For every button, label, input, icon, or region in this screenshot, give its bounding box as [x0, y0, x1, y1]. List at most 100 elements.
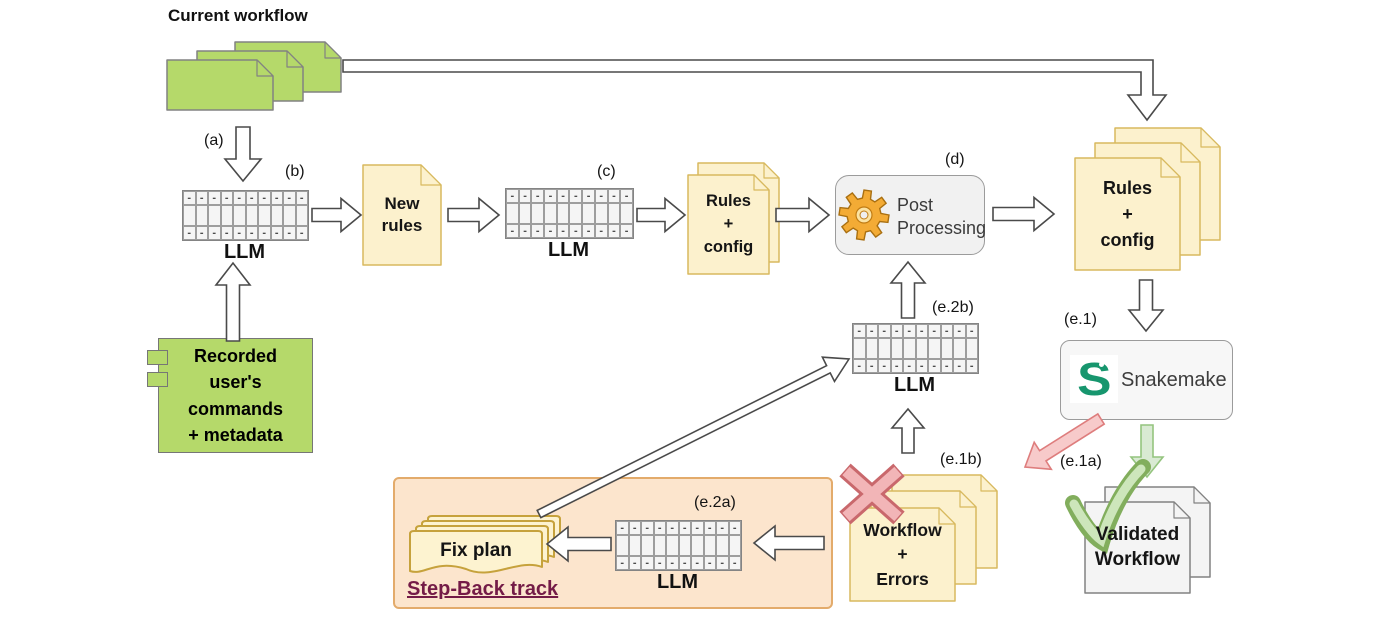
- llm-cell: -: [865, 359, 878, 373]
- step-back-track-label: Step-Back track: [407, 578, 559, 600]
- workflow-errors-doc-fold: [938, 507, 956, 525]
- arrow-llm-b-to-new-rules: [311, 196, 363, 234]
- llm-cell: [569, 203, 583, 224]
- step-label-e1a: (e.1a): [1060, 453, 1102, 470]
- rules-config-doc-fold: [1160, 157, 1181, 178]
- llm-cell: -: [208, 226, 221, 240]
- llm-cell: -: [703, 556, 716, 570]
- llm-cell: -: [965, 359, 978, 373]
- step-label-e1b: (e.1b): [940, 451, 982, 468]
- llm-cell: -: [853, 324, 866, 338]
- llm-cell: -: [556, 189, 570, 203]
- llm-cell: -: [678, 521, 691, 535]
- llm-cell: -: [582, 189, 595, 203]
- llm-cell: [865, 338, 878, 359]
- arrow-fix-plan-to-llm-e2b: [536, 356, 851, 519]
- llm-cell: -: [220, 191, 233, 205]
- llm-cell: -: [506, 224, 519, 238]
- llm-cell: [183, 205, 196, 226]
- rules-config-doc-fold: [1200, 127, 1221, 148]
- llm-cell: -: [607, 189, 621, 203]
- llm-cell: -: [620, 224, 633, 238]
- step-label-d: (d): [945, 151, 965, 168]
- llm-cell: [295, 205, 308, 226]
- llm-cell: -: [245, 226, 258, 240]
- validated-workflow-label: Validated Workflow: [1094, 524, 1181, 570]
- llm-cell: -: [258, 191, 271, 205]
- fix-plan-doc: [409, 530, 543, 574]
- llm-cell: -: [666, 521, 679, 535]
- llm-cell: -: [903, 359, 916, 373]
- llm-cell: [616, 535, 629, 556]
- llm-cell: -: [518, 189, 532, 203]
- step-label-e2a: (e.2a): [694, 494, 736, 511]
- llm-cell: [518, 203, 532, 224]
- llm-cell: -: [518, 224, 532, 238]
- llm-cell: -: [569, 224, 583, 238]
- snakemake-label: Snakemake: [1121, 369, 1227, 391]
- snake-eye-icon: [1099, 362, 1104, 367]
- workflow-errors-doc-fold: [980, 474, 998, 492]
- arrow-llm-c-to-rules-config: [636, 196, 687, 234]
- llm-cell: -: [641, 521, 654, 535]
- llm-cell: [582, 203, 595, 224]
- step-label-e2b: (e.2b): [932, 299, 974, 316]
- llm-cell: -: [940, 324, 953, 338]
- arrow-new-rules-to-llm-c: [447, 196, 501, 234]
- llm-cell: [594, 203, 608, 224]
- arrow-rules-config-to-snakemake: [1127, 279, 1165, 333]
- llm-cell: -: [678, 556, 691, 570]
- rules-config-doc-fold: [763, 162, 780, 179]
- arrow-errors-to-llm-e2b: [890, 407, 926, 454]
- snakemake-s-glyph: S: [1076, 353, 1112, 405]
- llm-cell: -: [506, 189, 519, 203]
- llm-cell: [953, 338, 966, 359]
- llm-cell: -: [195, 226, 208, 240]
- gear-icon: [859, 210, 869, 220]
- llm-cell: -: [295, 226, 308, 240]
- component-tab-icon: [147, 372, 168, 387]
- llm-grid-e2b: --------------------: [852, 323, 979, 374]
- llm-cell: -: [853, 359, 866, 373]
- rules-config-doc: [687, 174, 770, 275]
- llm-cell: -: [531, 224, 545, 238]
- llm-cell: -: [616, 556, 629, 570]
- current-workflow-doc-fold: [256, 59, 274, 77]
- llm-label-b: LLM: [223, 241, 266, 263]
- llm-cell: -: [544, 189, 557, 203]
- llm-label-c: LLM: [547, 239, 590, 261]
- llm-cell: -: [195, 191, 208, 205]
- llm-cell: -: [890, 359, 903, 373]
- llm-cell: [878, 338, 891, 359]
- current-workflow-doc: [166, 59, 274, 111]
- llm-cell: [890, 338, 903, 359]
- llm-cell: -: [544, 224, 557, 238]
- llm-cell: -: [915, 359, 928, 373]
- llm-cell: -: [728, 556, 741, 570]
- llm-cell: -: [531, 189, 545, 203]
- arrow-rules-config-to-postproc: [775, 196, 831, 234]
- rules-config-small-label: Rules + config: [703, 191, 754, 257]
- llm-cell: -: [628, 521, 641, 535]
- llm-cell: [678, 535, 691, 556]
- llm-cell: -: [616, 521, 629, 535]
- llm-cell: -: [628, 556, 641, 570]
- step-label-b: (b): [285, 163, 305, 180]
- arrow-errors-to-llm-e2a: [752, 524, 825, 562]
- llm-cell: -: [220, 226, 233, 240]
- post-processing-label: Post Processing: [897, 195, 987, 239]
- top-feedback-arrow: [342, 59, 1168, 122]
- llm-cell: -: [865, 324, 878, 338]
- llm-cell: [928, 338, 941, 359]
- llm-cell: [691, 535, 704, 556]
- llm-cell: -: [890, 324, 903, 338]
- check-icon: [1069, 464, 1146, 548]
- llm-cell: [666, 535, 679, 556]
- workflow-errors-doc: [849, 507, 956, 602]
- llm-cell: -: [270, 191, 283, 205]
- llm-cell: -: [620, 189, 633, 203]
- step-label-c: (c): [597, 163, 616, 180]
- llm-cell: [903, 338, 916, 359]
